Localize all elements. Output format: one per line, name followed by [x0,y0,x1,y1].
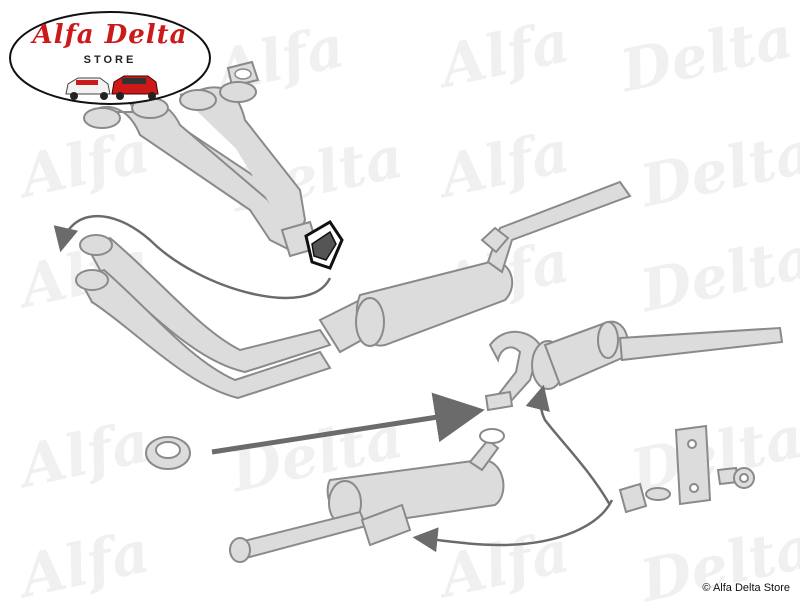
brand-logo: Alfa Delta STORE [8,10,212,106]
logo-subtitle: STORE [83,54,137,66]
curved-arrow-rear-bend [525,384,612,506]
white-car-icon [65,77,111,100]
red-car-icon [111,75,159,100]
exhaust-manifold [83,81,320,258]
logo-title: Alfa Delta [32,20,188,50]
logo-ellipse [9,11,211,105]
copyright-notice: © Alfa Delta Store [702,582,790,594]
rear-pipe-assembly [484,320,784,412]
front-pipe-assembly [75,180,632,400]
curved-arrow-bracket [412,499,614,553]
mounting-hardware [618,424,755,514]
straight-arrow-ring [211,392,485,455]
lower-muffler-assembly [229,428,505,563]
ring-gasket [145,436,191,470]
curved-arrow-gasket [53,215,332,300]
top-gasket [226,60,260,88]
exhaust-system-diagram [53,60,784,563]
manifold-gasket-highlight [304,219,344,270]
